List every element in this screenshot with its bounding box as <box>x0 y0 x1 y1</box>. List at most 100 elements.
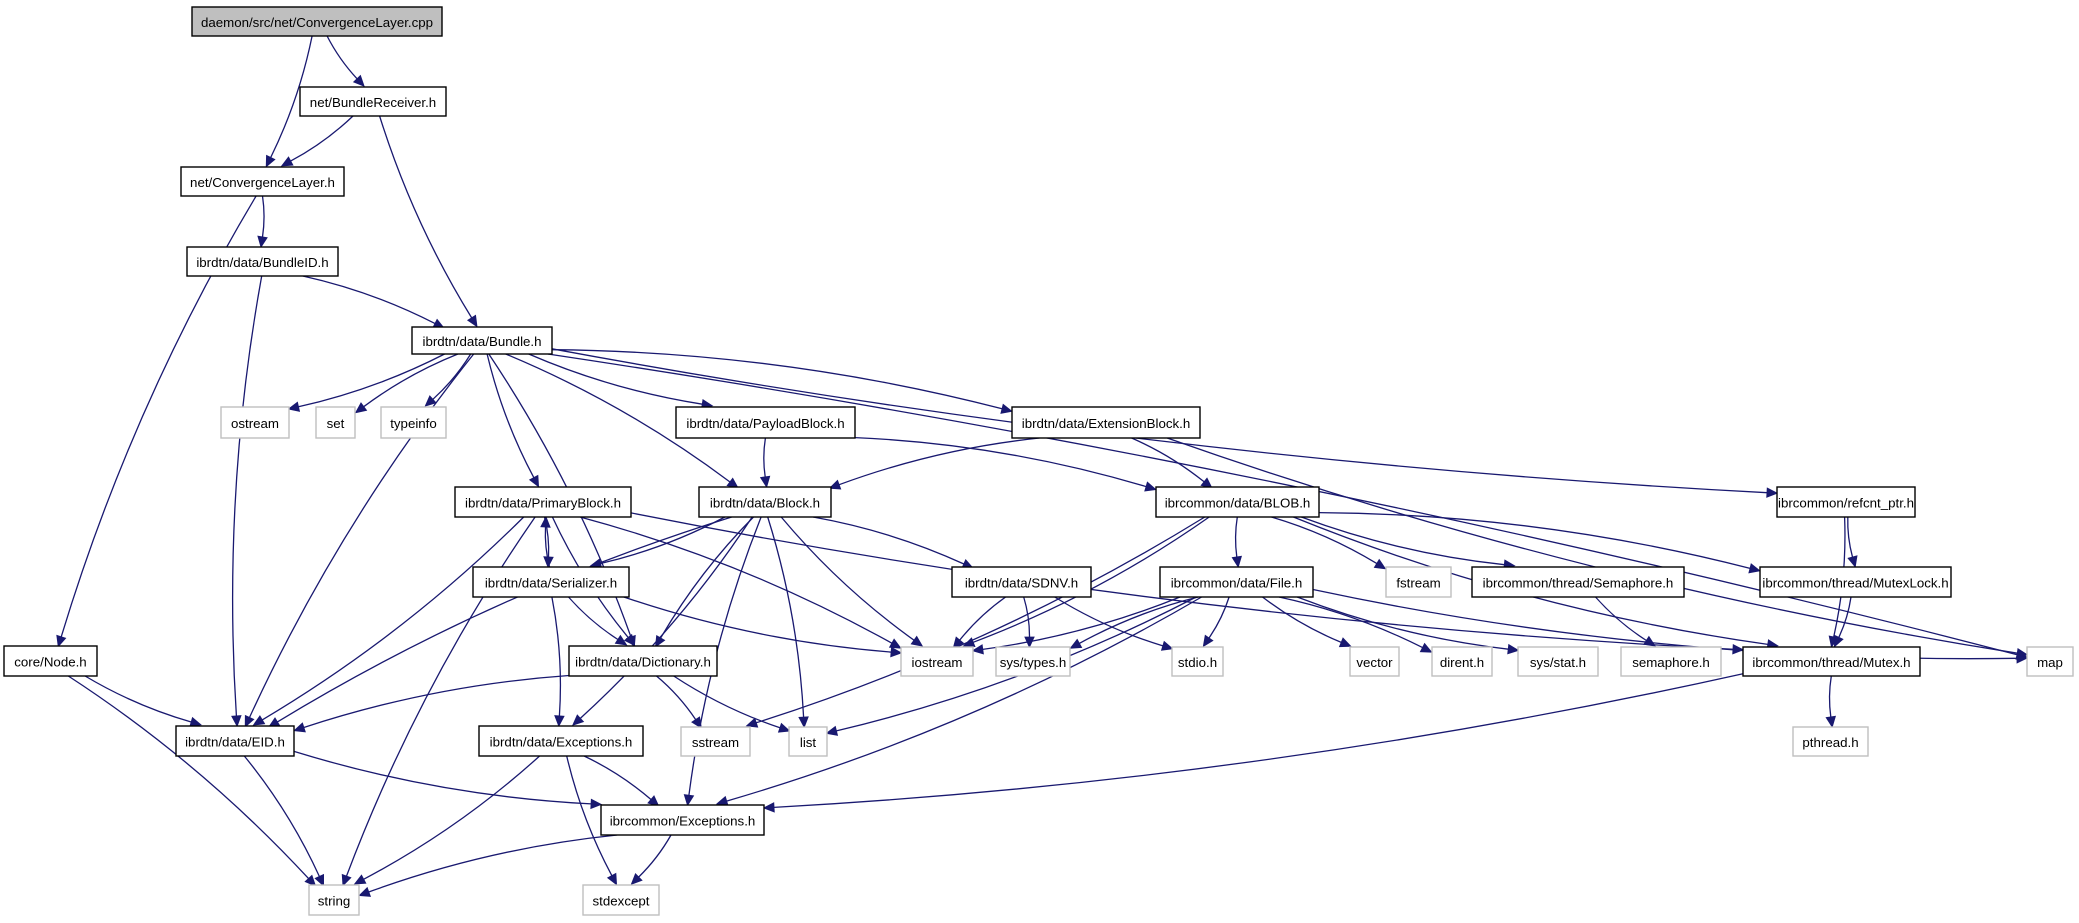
node-typeinfo: typeinfo <box>380 406 447 439</box>
node-dictionary[interactable]: ibrdtn/data/Dictionary.h <box>568 645 718 677</box>
node-box[interactable] <box>1759 566 1952 598</box>
node-box[interactable] <box>675 406 856 439</box>
node-label: set <box>327 416 345 431</box>
node-primaryblock[interactable]: ibrdtn/data/PrimaryBlock.h <box>454 486 632 518</box>
node-cl_cpp[interactable]: daemon/src/net/ConvergenceLayer.cpp <box>191 6 443 37</box>
edge-blob-to-iostream <box>972 516 1210 643</box>
node-box[interactable] <box>186 246 339 277</box>
edge-node-to-eid <box>84 675 192 723</box>
node-eid[interactable]: ibrdtn/data/EID.h <box>175 725 295 757</box>
node-label: ibrcommon/data/File.h <box>1171 576 1303 591</box>
node-payloadblock[interactable]: ibrdtn/data/PayloadBlock.h <box>675 406 856 439</box>
node-box[interactable] <box>175 725 295 757</box>
node-dtn_exceptions[interactable]: ibrdtn/data/Exceptions.h <box>478 725 644 757</box>
arrowhead-eid-to-common_exceptions <box>590 798 603 810</box>
edge-dtn_exceptions-to-stdexcept <box>566 755 613 876</box>
edge-blob-to-mutexlock <box>1318 511 1751 570</box>
node-box[interactable] <box>951 566 1092 598</box>
node-semaphore_sys: semaphore.h <box>1620 646 1722 677</box>
edge-bundle-to-block <box>505 353 731 483</box>
arrowhead-dtn_exceptions-to-string <box>353 874 367 885</box>
arrowhead-file-to-map <box>2016 653 2029 664</box>
edge-node-to-string <box>67 675 310 880</box>
arrowhead-cl_h-to-node <box>56 634 67 648</box>
node-common_exceptions[interactable]: ibrcommon/Exceptions.h <box>600 804 765 836</box>
node-label: sys/types.h <box>1000 655 1067 670</box>
node-box[interactable] <box>1159 566 1314 598</box>
edge-sdnv-to-systypes <box>1023 596 1031 638</box>
node-node[interactable]: core/Node.h <box>3 645 98 677</box>
arrowhead-cl_cpp-to-cl_h <box>265 154 276 168</box>
node-box[interactable] <box>478 725 644 757</box>
arrowhead-bundleid-to-eid <box>231 715 242 728</box>
node-list: list <box>788 726 828 757</box>
node-file[interactable]: ibrcommon/data/File.h <box>1159 566 1314 598</box>
node-map: map <box>2026 646 2074 677</box>
node-label: ibrdtn/data/Bundle.h <box>422 334 541 349</box>
edge-dictionary-to-list <box>673 675 781 729</box>
node-label: sstream <box>692 735 739 750</box>
node-refcnt[interactable]: ibrcommon/refcnt_ptr.h <box>1776 486 1916 518</box>
node-label: stdio.h <box>1178 655 1217 670</box>
arrowhead-blob-to-fstream <box>1373 558 1387 570</box>
node-box[interactable] <box>472 566 630 598</box>
node-box <box>680 726 751 757</box>
node-box[interactable] <box>3 645 98 677</box>
node-label: ibrdtn/data/Exceptions.h <box>490 735 633 750</box>
node-ostream: ostream <box>220 406 290 439</box>
node-box[interactable] <box>180 166 345 197</box>
edge-serializer-to-primaryblock <box>544 526 551 568</box>
node-label: string <box>318 894 351 909</box>
edge-file-to-common_exceptions <box>726 596 1202 802</box>
edge-bundle-to-map <box>547 353 2018 656</box>
node-box[interactable] <box>454 486 632 518</box>
node-serializer[interactable]: ibrdtn/data/Serializer.h <box>472 566 630 598</box>
edge-bundle-to-payloadblock <box>528 353 703 405</box>
arrowhead-mutex-to-common_exceptions <box>762 802 775 813</box>
node-box[interactable] <box>299 86 447 117</box>
node-bundle[interactable]: ibrdtn/data/Bundle.h <box>411 326 553 355</box>
edge-extensionblock-to-blob <box>1131 437 1205 483</box>
node-box <box>220 406 290 439</box>
node-box[interactable] <box>191 6 443 37</box>
edge-file-to-sysstat <box>1296 596 1509 650</box>
arrowhead-dictionary-to-list <box>777 722 791 733</box>
arrowhead-block-to-list <box>798 716 809 729</box>
node-box[interactable] <box>600 804 765 836</box>
edge-bundle-to-primaryblock <box>486 353 535 478</box>
edge-bundlereceiver-to-cl_h <box>290 115 354 162</box>
node-box[interactable] <box>411 326 553 355</box>
edge-primaryblock-to-iostream <box>579 516 893 644</box>
node-box[interactable] <box>1471 566 1685 598</box>
node-block[interactable]: ibrdtn/data/Block.h <box>698 486 832 518</box>
arrowhead-mutex-to-pthread <box>1825 715 1836 729</box>
node-bundlereceiver[interactable]: net/BundleReceiver.h <box>299 86 447 117</box>
node-iostream: iostream <box>900 646 974 677</box>
arrowhead-bundle-to-primaryblock <box>528 474 540 488</box>
arrowhead-primaryblock-to-string <box>341 873 352 887</box>
node-bundleid[interactable]: ibrdtn/data/BundleID.h <box>186 246 339 277</box>
edge-bundle-to-eid <box>248 353 475 718</box>
node-box[interactable] <box>1011 406 1201 439</box>
edge-bundleid-to-bundle <box>302 275 436 325</box>
node-cl_h[interactable]: net/ConvergenceLayer.h <box>180 166 345 197</box>
node-label: ibrdtn/data/PayloadBlock.h <box>686 416 844 431</box>
node-blob[interactable]: ibrcommon/data/BLOB.h <box>1155 486 1320 518</box>
node-semaphore_h[interactable]: ibrcommon/thread/Semaphore.h <box>1471 566 1685 598</box>
node-box[interactable] <box>1776 486 1916 518</box>
node-box[interactable] <box>698 486 832 518</box>
node-box[interactable] <box>1155 486 1320 518</box>
edge-bundle-to-typeinfo <box>432 353 472 400</box>
edge-bundleid-to-eid <box>231 275 263 717</box>
nodes-layer: daemon/src/net/ConvergenceLayer.cpp net/B… <box>3 6 2074 916</box>
arrowhead-eid-to-string <box>314 873 324 887</box>
node-extensionblock[interactable]: ibrdtn/data/ExtensionBlock.h <box>1011 406 1201 439</box>
node-box[interactable] <box>1742 646 1921 677</box>
node-dirent: dirent.h <box>1431 646 1493 677</box>
node-box[interactable] <box>568 645 718 677</box>
edge-blob-to-sstream <box>756 516 1206 724</box>
node-sdnv[interactable]: ibrdtn/data/SDNV.h <box>951 566 1092 598</box>
node-mutex[interactable]: ibrcommon/thread/Mutex.h <box>1742 646 1921 677</box>
node-mutexlock[interactable]: ibrcommon/thread/MutexLock.h <box>1759 566 1952 598</box>
edge-eid-to-string <box>243 755 320 877</box>
